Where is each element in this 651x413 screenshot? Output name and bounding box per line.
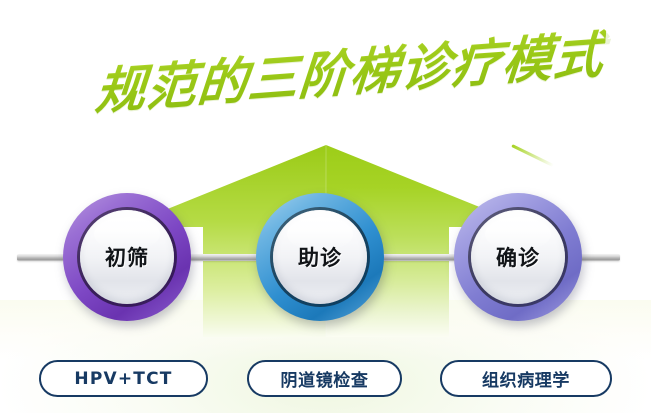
method-pill-hpv-tct[interactable]: HPV+TCT bbox=[39, 360, 208, 397]
step-circle-zhuzhen[interactable]: 助诊 bbox=[256, 193, 384, 321]
method-pill-label-1: HPV+TCT bbox=[74, 368, 173, 389]
step-face: 确诊 bbox=[471, 210, 565, 304]
method-pill-colposcopy[interactable]: 阴道镜检查 bbox=[247, 360, 402, 397]
step-face: 助诊 bbox=[273, 210, 367, 304]
step-label-1: 初筛 bbox=[105, 246, 149, 270]
step-circle-quezhen[interactable]: 确诊 bbox=[454, 193, 582, 321]
step-circle-chushai[interactable]: 初筛 bbox=[63, 193, 191, 321]
method-pill-label-2: 阴道镜检查 bbox=[280, 371, 369, 391]
step-label-3: 确诊 bbox=[496, 246, 540, 270]
connector-rail-right bbox=[570, 254, 620, 261]
step-label-2: 助诊 bbox=[298, 246, 342, 270]
title-block: 规范的三阶梯诊疗模式 bbox=[0, 24, 651, 167]
method-pill-label-3: 组织病理学 bbox=[482, 371, 570, 391]
page-title: 规范的三阶梯诊疗模式 bbox=[93, 14, 608, 124]
method-pill-histopathology[interactable]: 组织病理学 bbox=[440, 360, 612, 397]
connector-rail-2-3 bbox=[375, 254, 523, 261]
step-face: 初筛 bbox=[80, 210, 174, 304]
title-flourish-stroke bbox=[511, 144, 554, 167]
